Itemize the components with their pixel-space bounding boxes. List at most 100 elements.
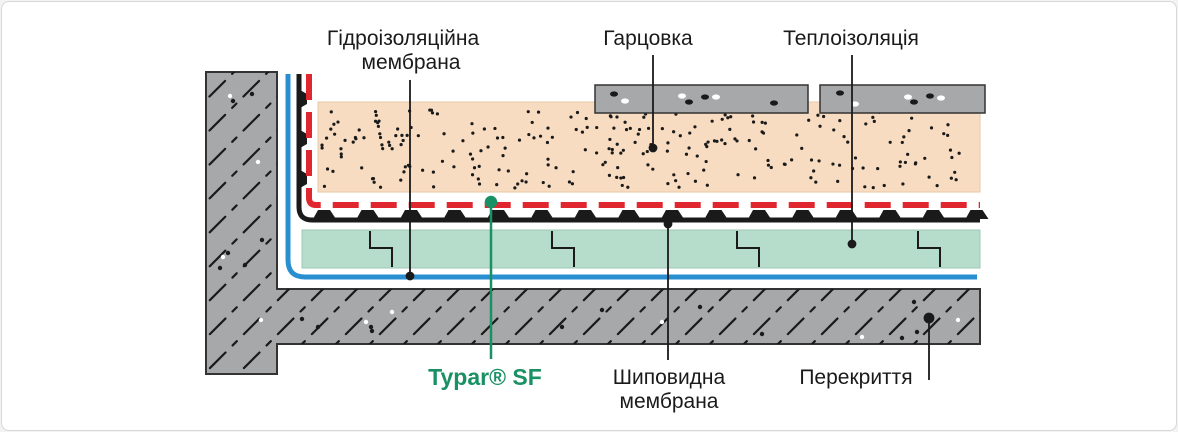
sand-grain [479, 149, 483, 153]
sand-grain [726, 116, 730, 120]
membrane-stud [878, 210, 902, 219]
sand-grain [817, 159, 821, 163]
sand-grain [688, 131, 692, 135]
sand-grain [831, 162, 835, 166]
sand-grain [381, 146, 385, 151]
sand-grain [636, 132, 640, 136]
paving-tiles [594, 84, 986, 114]
sand-grain [837, 163, 842, 167]
sand-grain [416, 134, 420, 138]
sand-grain [871, 115, 875, 119]
sand-grain [526, 110, 530, 114]
membrane-stud [965, 210, 989, 219]
sand-grain [336, 120, 340, 124]
sand-grain [570, 182, 575, 186]
aggregate-dot [225, 250, 231, 256]
sand-grain [574, 127, 578, 132]
sand-grain [585, 125, 589, 130]
sand-grain [571, 170, 575, 174]
sand-grain [769, 165, 773, 170]
sand-grain [861, 166, 865, 170]
aggregate-dot [315, 324, 321, 330]
membrane-stud [300, 90, 307, 108]
sand-grain [747, 138, 751, 143]
sand-grain [477, 164, 481, 168]
sand-grain [736, 173, 740, 177]
sand-grain [378, 135, 383, 140]
sand-grain [927, 175, 931, 179]
membrane-stud [487, 210, 510, 219]
sand-grain [864, 122, 868, 126]
sand-grain [863, 185, 867, 189]
aggregate-dot [914, 329, 920, 335]
sand-grain [394, 133, 398, 138]
sand-grain [637, 127, 642, 132]
sand-grain [672, 130, 676, 134]
membrane-stud [617, 210, 641, 219]
membrane-stud [748, 210, 771, 219]
sand-grain [929, 126, 934, 130]
sand-grain [645, 149, 649, 154]
aggregate-dot [759, 331, 765, 337]
sand-grain [580, 130, 585, 134]
sand-grain [421, 168, 425, 172]
sand-grain [554, 166, 558, 170]
stud-membrane [296, 74, 989, 223]
sand-grain [846, 140, 850, 144]
tile-aggregate [904, 94, 912, 100]
label-waterproofing-line2: мембрана [362, 51, 461, 74]
sand-grain [720, 138, 724, 142]
aggregate-dot [242, 262, 248, 268]
aggregate-dot [259, 237, 265, 243]
sand-grain [595, 125, 599, 130]
sand-grain [723, 113, 727, 117]
sand-grain [705, 183, 709, 187]
tile-aggregate [685, 99, 693, 105]
sand-grain [888, 140, 892, 144]
sand-grain [495, 136, 500, 140]
sand-grain [822, 114, 826, 119]
sand-grain [583, 148, 587, 152]
sand-grain [902, 135, 906, 139]
sand-grain [842, 135, 846, 139]
sand-grain [451, 149, 455, 153]
aggregate-dot [258, 317, 264, 323]
sand-grain [603, 160, 607, 164]
membrane-stud [300, 130, 307, 148]
sand-grain [503, 146, 507, 150]
tile-aggregate [910, 99, 918, 105]
label-slab: Перекриття [799, 366, 912, 389]
sand-grain [623, 120, 627, 124]
sand-grain [651, 167, 655, 171]
tile-aggregate [610, 91, 618, 97]
membrane-stud [661, 210, 684, 219]
insulation-joint-mark [369, 231, 393, 267]
sand-grain [853, 156, 858, 160]
sand-grain [403, 165, 407, 169]
sand-grain [546, 163, 550, 167]
sand-grain [666, 141, 670, 145]
hatch-line [2, 62, 142, 402]
sand-grain [470, 157, 475, 161]
tile-aggregate [701, 94, 709, 100]
sand-grain [628, 126, 632, 131]
sand-grain [906, 152, 910, 156]
sand-grain [477, 182, 482, 186]
tile-aggregate [678, 93, 686, 99]
aggregate-dot [299, 316, 305, 322]
aggregate-dot [249, 91, 255, 97]
sand-grain [946, 123, 950, 127]
sand-grain [506, 169, 510, 173]
sand-grain [322, 184, 327, 188]
thermal-insulation-layer [301, 229, 981, 269]
aggregate-dot [363, 319, 369, 325]
aggregate-dot [599, 307, 605, 313]
sand-grain [471, 131, 475, 135]
sand-grain [876, 166, 880, 171]
sand-grain [376, 124, 381, 129]
sand-grain [795, 133, 799, 137]
sand-grain [898, 164, 902, 168]
sand-grain [626, 185, 630, 189]
sand-grain [430, 111, 435, 115]
